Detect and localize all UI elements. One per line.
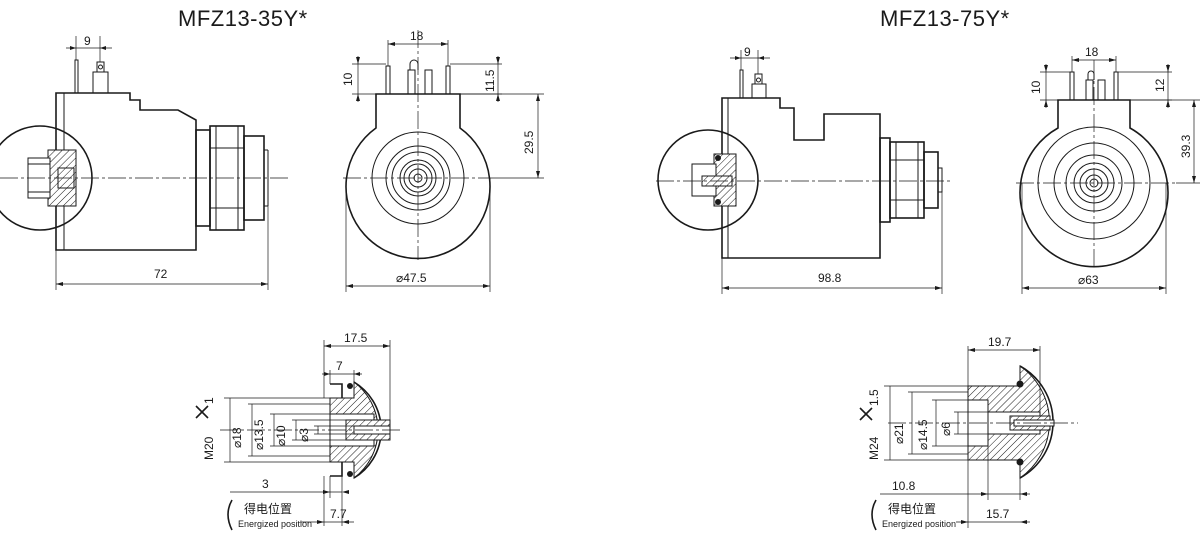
right-energized-en: Energized position bbox=[882, 519, 956, 529]
left-detail-d2: ⌀13.5 bbox=[252, 419, 266, 450]
left-detail-depth: 7 bbox=[336, 359, 343, 373]
right-detail-d3: ⌀6 bbox=[939, 422, 953, 436]
left-detail-thread: M20 bbox=[202, 436, 216, 460]
right-front-pin-span: 18 bbox=[1085, 45, 1099, 59]
right-side-pin-offset: 9 bbox=[744, 45, 751, 59]
right-front-pin-h1: 10 bbox=[1029, 80, 1043, 94]
left-model-title: MFZ13-35Y* bbox=[178, 6, 308, 31]
right-detail-thread: M24 bbox=[867, 436, 881, 460]
right-detail-pitch: 1.5 bbox=[867, 389, 881, 406]
right-detail-d2: ⌀14.5 bbox=[916, 419, 930, 450]
right-detail-stroke: 15.7 bbox=[986, 507, 1010, 521]
left-side-view bbox=[0, 36, 290, 290]
right-detail-d1: ⌀21 bbox=[892, 423, 906, 444]
left-detail-d3: ⌀10 bbox=[274, 425, 288, 446]
left-detail-d1: ⌀18 bbox=[230, 427, 244, 448]
right-side-length: 98.8 bbox=[818, 271, 842, 285]
right-front-view bbox=[1016, 56, 1200, 294]
left-energized-cn: 得电位置 bbox=[244, 501, 292, 516]
left-detail-width: 17.5 bbox=[344, 331, 368, 345]
left-detail-d4: ⌀3 bbox=[297, 428, 311, 442]
left-front-pin-h2: 11.5 bbox=[483, 69, 497, 92]
left-front-view bbox=[343, 30, 544, 292]
left-front-pin-span: 18 bbox=[410, 29, 424, 43]
left-front-pin-h1: 10 bbox=[341, 72, 355, 86]
left-front-diameter: ⌀47.5 bbox=[396, 271, 427, 285]
right-front-diameter: ⌀63 bbox=[1078, 273, 1099, 287]
left-side-length: 72 bbox=[154, 267, 168, 281]
left-energized-en: Energized position bbox=[238, 519, 312, 529]
right-side-view bbox=[656, 50, 950, 294]
right-model-title: MFZ13-75Y* bbox=[880, 6, 1010, 31]
left-energized-bracket bbox=[227, 499, 233, 531]
left-detail-pitch: 1 bbox=[202, 397, 216, 404]
right-front-pin-h2: 12 bbox=[1153, 78, 1167, 92]
right-detail-offset: 10.8 bbox=[892, 479, 916, 493]
left-side-pin-offset: 9 bbox=[84, 34, 91, 48]
left-detail-stroke: 7.7 bbox=[330, 507, 347, 521]
left-front-center-h: 29.5 bbox=[522, 130, 536, 154]
left-detail-offset: 3 bbox=[262, 477, 269, 491]
right-energized-bracket bbox=[871, 499, 877, 531]
right-detail-view bbox=[859, 346, 1078, 528]
right-detail-width: 19.7 bbox=[988, 335, 1012, 349]
left-detail-view bbox=[195, 340, 402, 526]
right-front-center-h: 39.3 bbox=[1179, 134, 1193, 158]
right-energized-cn: 得电位置 bbox=[888, 501, 936, 516]
